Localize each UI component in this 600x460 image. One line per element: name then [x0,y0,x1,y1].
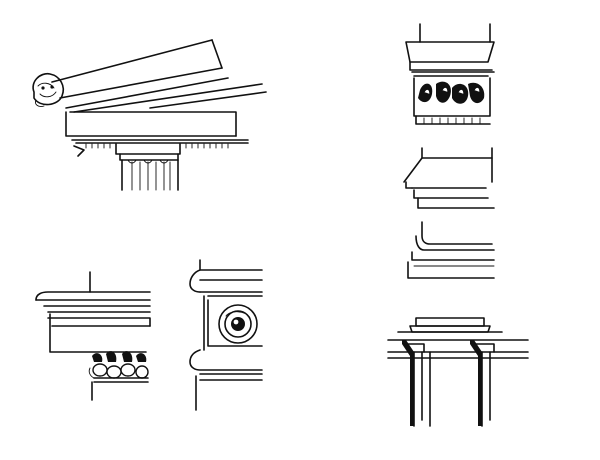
entablature-on-pilasters [387,317,529,427]
lion-head-ornament [32,72,65,107]
base-moulding-profile [407,221,495,279]
pediment-cornice-with-lion-head [32,39,267,191]
acanthus-leaves [418,81,485,104]
panel-with-rosette [189,259,263,411]
column-capital-with-leaf-frieze [405,23,495,125]
capital-with-egg-moulding [35,271,151,401]
rosette-medallion [218,304,258,344]
simple-cornice-profile [403,147,495,209]
